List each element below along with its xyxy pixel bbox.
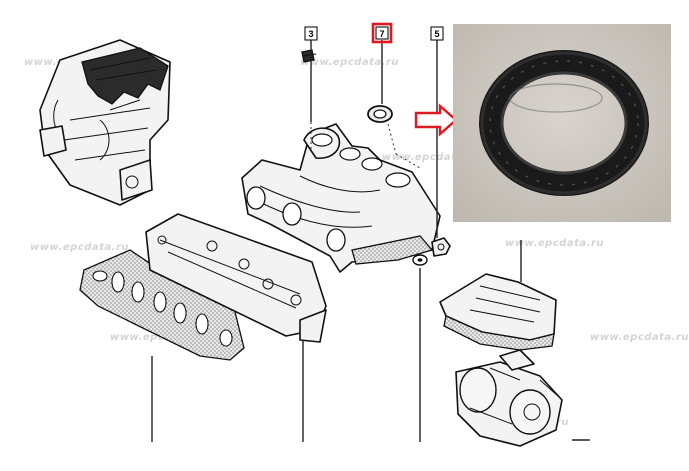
callout-number: 5	[434, 29, 439, 39]
seal-ring-part	[367, 105, 393, 123]
callout-5: 5	[430, 26, 444, 41]
leader-lines	[151, 39, 590, 442]
watermark-text: www.epcdata.ru	[30, 242, 129, 253]
starter-motor-illustration	[455, 349, 563, 447]
exhaust-manifold-gasket	[79, 249, 245, 361]
watermark-text: www.epcdata.ru	[590, 332, 689, 343]
manifold-heat-shield	[145, 213, 327, 343]
callout-number: 7	[379, 29, 384, 39]
exhaust-heat-shield-cover	[439, 273, 557, 351]
callout-3: 3	[304, 26, 318, 41]
watermark-text: www.epcdata.ru	[110, 332, 209, 343]
callout-7-highlighted: 7	[371, 22, 393, 44]
watermark-text: www.epcdata.ru	[382, 152, 481, 163]
watermark-text: www.epcdata.ru	[300, 57, 399, 68]
watermark-text: www.epcdata.ru	[505, 238, 604, 249]
washer-part	[412, 254, 428, 266]
highlight-box	[371, 22, 393, 44]
seal-ring-photo	[453, 24, 671, 222]
manifold-stud	[301, 49, 317, 63]
callout-number: 3	[308, 29, 313, 39]
engine-block-illustration	[39, 39, 171, 206]
right-arrow-outline-icon	[414, 103, 458, 137]
nut-part	[431, 237, 451, 257]
exhaust-manifold	[241, 123, 441, 273]
